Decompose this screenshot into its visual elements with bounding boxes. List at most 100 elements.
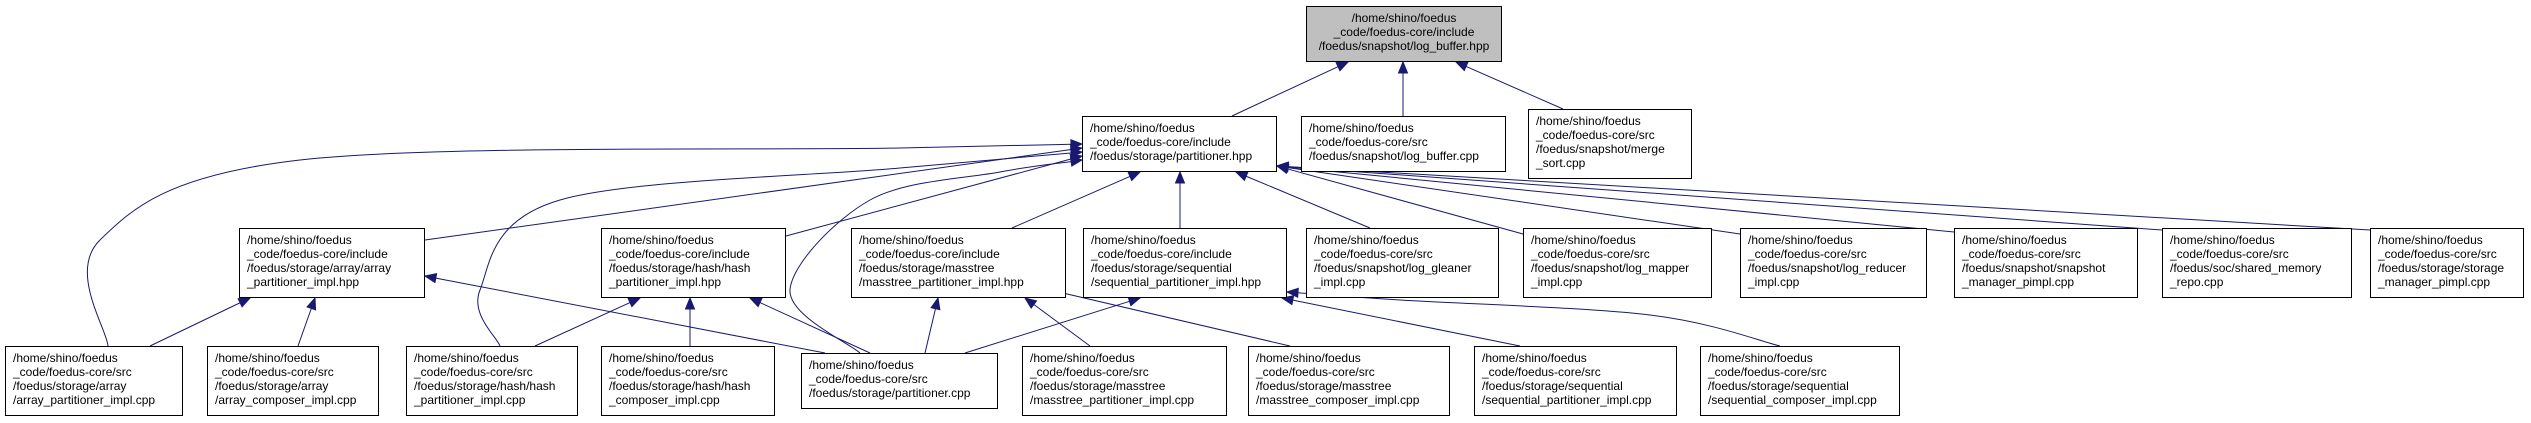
file-node-path-line: /foedus/storage/partitioner.cpp [809,386,971,400]
file-node-path-line: /foedus/storage/masstree [1030,379,1166,393]
file-node-hash-partitioner-impl-hpp[interactable]: /home/shino/foedus_code/foedus-core/incl… [601,228,786,298]
edge-log_mapper_impl_cpp-to-partitioner_hpp [1287,168,1524,235]
file-node-path-line: /home/shino/foedus [1314,233,1419,247]
edge-shared_memory_repo_cpp-to-partitioner_hpp [1287,166,2163,231]
file-node-path-line: /foedus/storage/hash/hash [414,379,556,393]
file-node-path-line: /home/shino/foedus [859,233,964,247]
file-node-path-line: _code/foedus-core/src [1314,247,1433,261]
file-node-path-line: _code/foedus-core/include [1091,247,1232,261]
file-node-partitioner-cpp[interactable]: /home/shino/foedus_code/foedus-core/src/… [801,353,998,409]
edge-masstree_partitioner_impl_hpp-to-partitioner_hpp-arrowhead [1127,171,1142,182]
file-node-path-line: /home/shino/foedus [1030,351,1135,365]
file-node-path-line: /foedus/storage/sequential [1091,261,1232,275]
file-node-log-gleaner-impl-cpp[interactable]: /home/shino/foedus_code/foedus-core/src/… [1306,228,1499,298]
file-node-array-partitioner-impl-cpp[interactable]: /home/shino/foedus_code/foedus-core/src/… [5,346,183,416]
file-node-array-partitioner-impl-hpp[interactable]: /home/shino/foedus_code/foedus-core/incl… [239,228,425,298]
file-node-sequential-composer-impl-cpp[interactable]: /home/shino/foedus_code/foedus-core/src/… [1700,346,1900,416]
file-node-path-line: /masstree_partitioner_impl.cpp [1030,393,1195,407]
file-node-partitioner-hpp[interactable]: /home/shino/foedus_code/foedus-core/incl… [1082,116,1277,172]
file-node-snapshot-manager-pimpl-cpp[interactable]: /home/shino/foedus_code/foedus-core/src/… [1954,228,2138,298]
edge-partitioner_hpp-to-log_buffer_hpp-arrowhead [1335,61,1350,72]
edge-array_partitioner_impl_cpp-to-array_partitioner_impl_hpp-arrowhead [237,297,252,308]
file-node-path-line: /foedus/snapshot/log_buffer.cpp [1309,149,1479,163]
edge-array_composer_impl_cpp-to-array_partitioner_impl_hpp-arrowhead [306,296,317,311]
file-node-path-line: /home/shino/foedus [1482,351,1587,365]
file-node-path-line: /sequential_composer_impl.cpp [1708,393,1877,407]
file-node-path-line: /home/shino/foedus [2378,233,2483,247]
file-node-path-line: _partitioner_impl.cpp [414,393,526,407]
edge-masstree_partitioner_impl_cpp-to-masstree_partitioner_impl_hpp-arrowhead [1023,297,1038,310]
file-node-log-buffer-cpp[interactable]: /home/shino/foedus_code/foedus-core/src/… [1301,116,1506,172]
file-node-path-line: /foedus/snapshot/log_mapper [1531,261,1690,275]
file-node-path-line: _code/foedus-core/src [1708,365,1827,379]
file-node-path-line: /foedus/snapshot/log_reducer [1748,261,1907,275]
file-node-path-line: /foedus/soc/shared_memory [2170,261,2322,275]
edge-array_partitioner_impl_cpp-to-partitioner_hpp [87,143,1072,347]
file-node-path-line: /home/shino/foedus [1962,233,2067,247]
edge-hash_partitioner_impl_cpp-to-hash_partitioner_impl_hpp-arrowhead [627,297,642,308]
file-node-sequential-partitioner-impl-cpp[interactable]: /home/shino/foedus_code/foedus-core/src/… [1474,346,1677,416]
edge-array_composer_impl_cpp-to-array_partitioner_impl_hpp [297,308,312,347]
edge-log_gleaner_impl_cpp-to-partitioner_hpp [1245,175,1371,229]
edge-partitioner_cpp-to-array_partitioner_impl_hpp [435,277,826,354]
edge-masstree_partitioner_impl_cpp-to-masstree_partitioner_impl_hpp [1033,304,1091,347]
file-node-path-line: /foedus/storage/partitioner.hpp [1090,149,1253,163]
file-node-path-line: _composer_impl.cpp [609,393,720,407]
edge-log_reducer_impl_cpp-to-partitioner_hpp [1287,167,1741,235]
edge-partitioner_cpp-to-sequential_partitioner_impl_hpp [964,300,1130,354]
edge-partitioner_hpp-to-log_buffer_hpp [1231,66,1339,117]
file-node-path-line: /home/shino/foedus [1090,121,1195,135]
file-node-log-mapper-impl-cpp[interactable]: /home/shino/foedus_code/foedus-core/src/… [1523,228,1712,298]
edge-sequential_partitioner_impl_cpp-to-sequential_partitioner_impl_hpp [1292,299,1521,347]
edge-log_buffer_cpp-to-log_buffer_hpp-arrowhead [1397,60,1409,74]
file-node-masstree-composer-impl-cpp[interactable]: /home/shino/foedus_code/foedus-core/src/… [1248,346,1450,416]
file-node-path-line: _code/foedus-core/include [1090,135,1231,149]
file-node-path-line: /foedus/storage/hash/hash [609,261,751,275]
file-node-masstree-partitioner-impl-cpp[interactable]: /home/shino/foedus_code/foedus-core/src/… [1022,346,1227,416]
file-node-array-composer-impl-cpp[interactable]: /home/shino/foedus_code/foedus-core/src/… [207,346,379,416]
file-node-path-line: _repo.cpp [2170,275,2224,289]
file-node-sequential-partitioner-impl-hpp[interactable]: /home/shino/foedus_code/foedus-core/incl… [1083,228,1287,298]
edge-partitioner_cpp-to-sequential_partitioner_impl_hpp-arrowhead [1127,296,1142,307]
edge-partitioner_cpp-to-hash_partitioner_impl_hpp [759,302,871,354]
file-node-path-line: /home/shino/foedus [1256,351,1361,365]
file-node-path-line: /home/shino/foedus [1351,11,1457,25]
edge-storage_manager_pimpl_cpp-to-partitioner_hpp-arrowhead [1275,161,1289,172]
file-node-path-line: _impl.cpp [1531,275,1583,289]
file-node-path-line: /foedus/storage/hash/hash [609,379,751,393]
file-node-path-line: /home/shino/foedus [2170,233,2275,247]
file-node-storage-manager-pimpl-cpp[interactable]: /home/shino/foedus_code/foedus-core/src/… [2370,228,2524,298]
edge-array_partitioner_impl_cpp-to-array_partitioner_impl_hpp [149,302,241,347]
edge-hash_partitioner_impl_cpp-to-partitioner_hpp-arrowhead [1070,147,1084,159]
file-node-shared-memory-repo-cpp[interactable]: /home/shino/foedus_code/foedus-core/src/… [2162,228,2352,298]
file-node-masstree-partitioner-impl-hpp[interactable]: /home/shino/foedus_code/foedus-core/incl… [851,228,1066,298]
file-node-path-line: _code/foedus-core/src [2170,247,2289,261]
file-node-path-line: /foedus/snapshot/merge [1536,142,1665,156]
edge-partitioner_cpp-to-masstree_partitioner_impl_hpp [924,308,936,354]
file-node-path-line: _code/foedus-core/src [215,365,334,379]
file-node-path-line: _code/foedus-core/src [1962,247,2081,261]
file-node-path-line: /foedus/storage/masstree [859,261,995,275]
file-node-path-line: _impl.cpp [1314,275,1366,289]
file-node-path-line: /home/shino/foedus [414,351,519,365]
file-node-hash-composer-impl-cpp[interactable]: /home/shino/foedus_code/foedus-core/src/… [601,346,775,416]
file-node-path-line: _code/foedus-core/src [1531,247,1650,261]
file-node-path-line: _manager_pimpl.cpp [1962,275,2075,289]
file-node-path-line: _manager_pimpl.cpp [2378,275,2491,289]
file-node-path-line: /home/shino/foedus [809,358,914,372]
file-node-merge-sort-cpp[interactable]: /home/shino/foedus_code/foedus-core/src/… [1528,109,1692,179]
edge-hash_partitioner_impl_cpp-to-partitioner_hpp [477,152,1072,347]
file-node-path-line: /foedus/storage/array [13,379,127,393]
file-node-path-line: _code/foedus-core/src [1030,365,1149,379]
file-node-path-line: /foedus/snapshot/log_buffer.hpp [1318,39,1490,53]
file-node-path-line: _code/foedus-core/include [609,247,750,261]
edge-sequential_composer_impl_cpp-to-sequential_partitioner_impl_hpp-arrowhead [1285,287,1299,299]
file-node-path-line: _code/foedus-core/src [2378,247,2497,261]
edge-masstree_composer_impl_cpp-to-masstree_partitioner_impl_hpp [1060,292,1291,347]
file-node-path-line: /home/shino/foedus [13,351,118,365]
file-node-log-buffer-hpp[interactable]: /home/shino/foedus_code/foedus-core/incl… [1306,6,1502,62]
file-node-path-line: /home/shino/foedus [609,351,714,365]
file-node-log-reducer-impl-cpp[interactable]: /home/shino/foedus_code/foedus-core/src/… [1740,228,1927,298]
edge-storage_manager_pimpl_cpp-to-partitioner_hpp [1287,166,2371,231]
file-node-hash-partitioner-impl-cpp[interactable]: /home/shino/foedus_code/foedus-core/src/… [406,346,578,416]
